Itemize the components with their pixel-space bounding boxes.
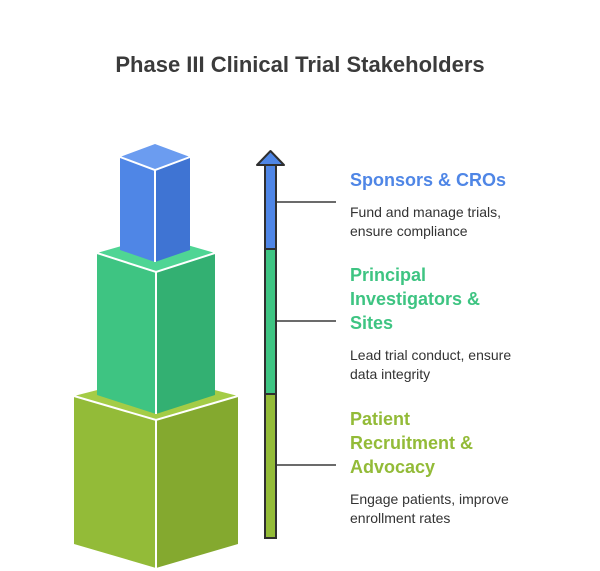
hierarchy-arrow	[256, 150, 285, 539]
level-label-sponsors: Sponsors & CROs	[350, 168, 590, 192]
label-line: Patient	[350, 409, 411, 429]
label-line: Advocacy	[350, 457, 436, 477]
page-title: Phase III Clinical Trial Stakeholders	[115, 52, 485, 77]
description-line: Lead trial conduct, ensure	[350, 347, 512, 363]
block-principal-investigators	[96, 236, 216, 414]
label-line: Sponsors & CROs	[350, 170, 507, 190]
description-line: Fund and manage trials,	[350, 204, 501, 220]
label-line: Sites	[350, 313, 394, 333]
level-description-investigators: Lead trial conduct, ensure data integrit…	[350, 346, 590, 384]
arrow-head-icon	[256, 150, 285, 166]
level-label-patient-recruitment: Patient Recruitment & Advocacy	[350, 407, 590, 479]
label-line: Investigators &	[350, 289, 481, 309]
label-line: Principal	[350, 265, 427, 285]
description-line: enrollment rates	[350, 510, 451, 526]
level-label-investigators: Principal Investigators & Sites	[350, 263, 590, 335]
level-description-sponsors: Fund and manage trials, ensure complianc…	[350, 203, 590, 241]
level-description-patient-recruitment: Engage patients, improve enrollment rate…	[350, 490, 590, 528]
description-line: ensure compliance	[350, 223, 468, 239]
block-sponsors-cros	[119, 144, 191, 262]
description-line: data integrity	[350, 366, 431, 382]
label-line: Recruitment &	[350, 433, 474, 453]
description-line: Engage patients, improve	[350, 491, 509, 507]
